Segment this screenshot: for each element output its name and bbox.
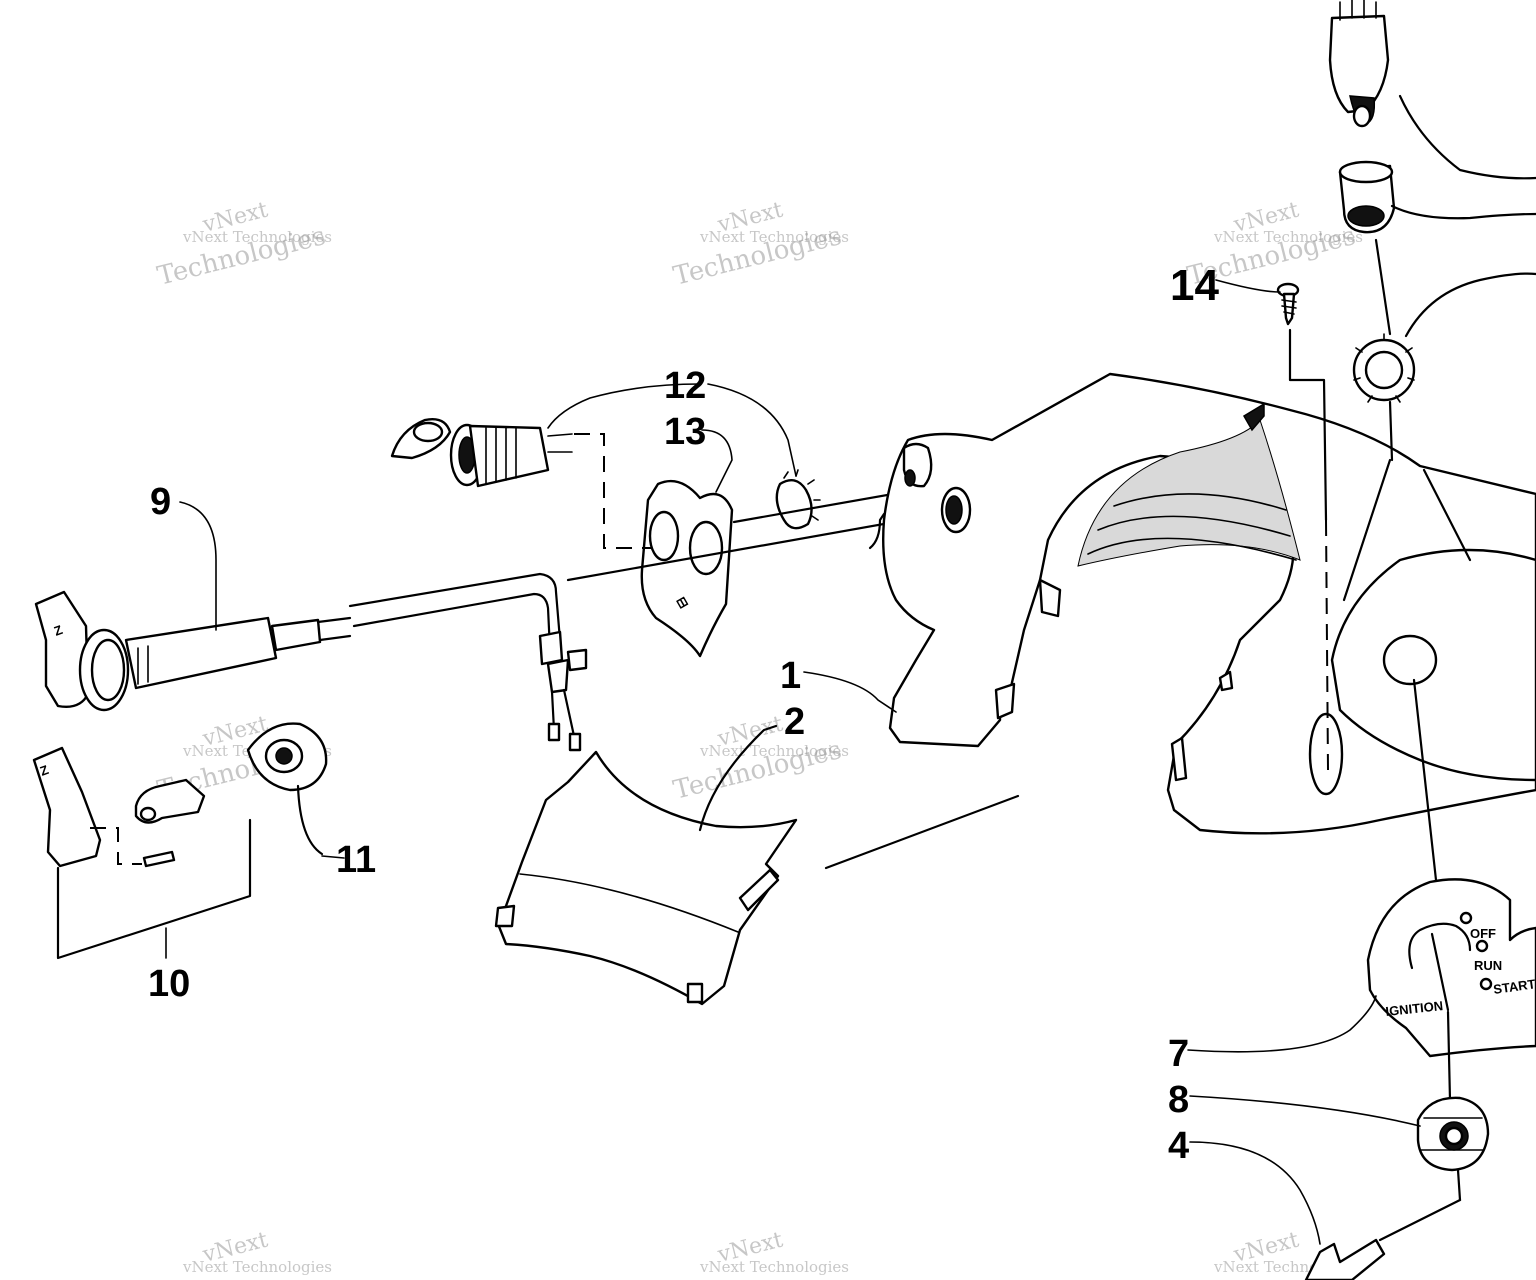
watermark-text: vNext Technologies [1213,228,1363,246]
watermark-text: vNext Technologies [699,1258,849,1276]
ignition-panel: OFF RUN START IGNITION [1366,878,1536,1058]
callout-14: 14 [1170,261,1219,310]
watermark-text: vNext Technologies [699,228,849,246]
assembly-line [1288,328,1328,522]
watermark-text: vNext Technologies [182,228,332,246]
ignition-nut [1416,1096,1490,1172]
mounting-plate: ⊟ [640,479,734,658]
watermark-text: vNext Technologies [182,1258,332,1276]
watermark-bottom-center: vNext Technologies vNext [699,1228,849,1276]
ignition-key [1304,1238,1386,1280]
panel-label-start: START [1492,976,1536,997]
watermark-bottom-left: vNext Technologies vNext [182,1228,332,1276]
callout-12: 12 [664,365,706,407]
lower-cover [494,724,798,1006]
power-outlet-socket [390,418,573,488]
watermark-text: vNext Technologies [699,742,849,760]
assembly-line [1378,1198,1462,1242]
callout-13: 13 [664,411,706,453]
callout-11: 11 [336,839,376,881]
assembly-line [574,433,652,549]
start-indicator [1479,977,1493,991]
screw [1276,282,1300,326]
callout-7: 7 [1168,1033,1189,1075]
choke-switch-assembly: Z [34,572,588,752]
console-housing [868,372,1536,835]
watermark-top-center: vNext Technologies vNext Technologies [670,198,849,292]
panel-label-run: RUN [1474,958,1502,973]
off-indicator [1459,911,1473,925]
panel-label-ignition: IGNITION [1385,998,1444,1019]
assembly-line [1325,519,1329,771]
watermark-mid-center: vNext Technologies vNext Technologies [670,712,849,806]
run-indicator [1475,939,1489,953]
assembly-line [566,512,942,582]
watermark-top-left: vNext Technologies vNext Technologies [154,198,332,292]
callout-9: 9 [150,481,171,523]
callout-4: 4 [1168,1125,1189,1167]
reference-line [824,794,1020,870]
lever-kit: Z [32,746,252,960]
leader-lines [165,279,1421,1245]
assembly-line [1412,678,1438,882]
panel-label-off: OFF [1470,926,1496,941]
lock-nut [775,469,821,530]
callout-10: 10 [148,963,190,1005]
assembly-line [732,490,906,524]
callout-1: 1 [780,655,801,697]
switch-nut [246,722,328,856]
indicator-lamp-assembly [1328,0,1536,462]
assembly-line [1456,1168,1462,1202]
assembly-line [1446,1010,1452,1102]
callout-2: 2 [784,701,805,743]
callout-8: 8 [1168,1079,1189,1121]
